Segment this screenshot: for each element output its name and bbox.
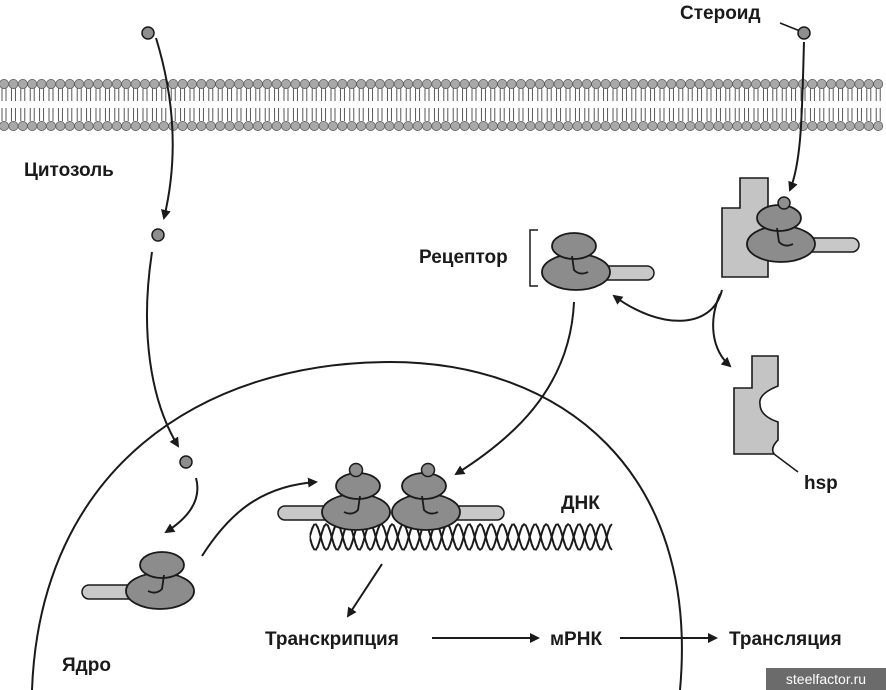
steroid-label: Стероид <box>680 3 761 24</box>
arrow-ligand-to-nucleus <box>146 251 180 448</box>
dna-label: ДНК <box>561 493 600 514</box>
steroid-molecule-icon-top <box>797 26 811 40</box>
ligand-icon-top <box>141 26 155 40</box>
heat-shock-protein-icon-complex <box>721 177 769 278</box>
heat-shock-protein-icon-free <box>733 355 779 455</box>
receptor-protein-icon-dimer-right <box>391 472 505 531</box>
receptor-protein-icon-complex <box>746 204 860 263</box>
receptor-label: Рецептор <box>419 247 508 268</box>
arrow-ligand-entry <box>155 37 174 220</box>
receptor-bracket <box>529 229 538 287</box>
ligand-icon-cytosol <box>151 228 165 242</box>
receptor-protein-icon-nucleus <box>81 551 195 610</box>
arrow-complex-to-hsp <box>712 293 732 368</box>
translation-label: Трансляция <box>729 629 842 650</box>
dna-helix <box>309 523 613 551</box>
arrow-steroid-entry <box>788 41 805 192</box>
ligand-icon-nucleus <box>179 455 193 469</box>
receptor-protein-icon-dimer-left <box>277 472 391 531</box>
arrow-complex-to-receptor <box>612 289 723 322</box>
hsp-leader-line <box>773 453 799 473</box>
cell-membrane <box>0 79 884 131</box>
ligand-icon-dimer-left <box>348 462 364 478</box>
hsp-label: hsp <box>804 473 838 494</box>
arrow-ligand-binds-receptor <box>164 477 199 534</box>
mrna-label: мРНК <box>550 629 603 650</box>
transcription-label: Транскрипция <box>265 629 399 650</box>
watermark: steelfactor.ru <box>766 668 886 690</box>
nuclear-envelope <box>31 360 683 690</box>
cytosol-label: Цитозоль <box>24 160 114 181</box>
receptor-protein-icon-cytosol <box>541 232 655 291</box>
nucleus-label: Ядро <box>62 655 111 676</box>
arrow-dna-to-transcription <box>346 563 383 618</box>
arrow-receptor-to-dna-site <box>454 301 575 476</box>
arrow-receptor-to-dna <box>201 477 318 557</box>
ligand-icon-dimer-right <box>420 462 436 478</box>
steroid-stem <box>779 22 801 32</box>
steroid-molecule-icon-bound <box>777 196 791 210</box>
